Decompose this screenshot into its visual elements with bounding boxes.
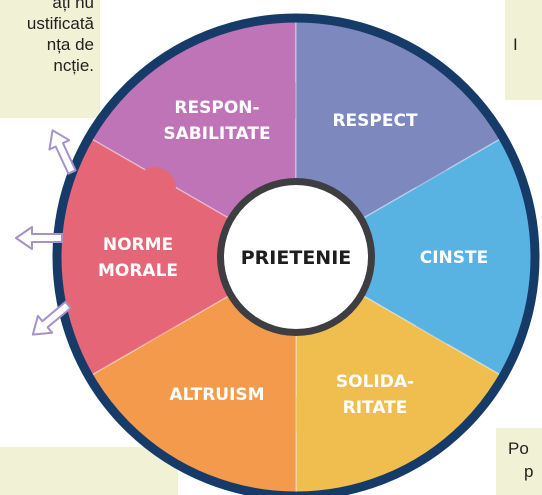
segment-label-line: RITATE: [343, 398, 408, 418]
center-label: PRIETENIE: [241, 247, 352, 269]
segment-label-line: SABILITATE: [163, 124, 270, 144]
puzzle-knob: [264, 79, 306, 122]
arrow-icon: [31, 300, 72, 336]
segment-label: RESPON- SABILITATE: [163, 98, 270, 144]
note-bottom-left: [0, 447, 178, 495]
note-line: ați nu: [52, 0, 94, 12]
segment-label-line: RESPECT: [332, 111, 417, 131]
segment-label: SOLIDA- RITATE: [336, 372, 414, 418]
note-top-left: ați nu ustificată nța de ncție.: [0, 0, 100, 118]
note-line: nța de: [46, 35, 94, 54]
note-line: p: [524, 462, 534, 481]
note-line: Po: [508, 439, 529, 458]
segment-label-line: CINSTE: [420, 248, 488, 268]
note-bottom-right: Po p: [496, 428, 542, 495]
segment-label-line: SOLIDA-: [336, 372, 414, 392]
note-line: ustificată: [26, 14, 94, 33]
arrow-icon: [15, 226, 63, 250]
segment-label-line: ALTRUISM: [169, 385, 264, 405]
wheel-rim: [52, 13, 540, 495]
segment-labels: RESPON- SABILITATE RESPECT CINSTE SOLIDA- RIT…: [98, 98, 488, 418]
segment-label: ALTRUISM: [169, 385, 264, 405]
segment-label: CINSTE: [420, 248, 488, 268]
arrow-icon: [48, 129, 77, 175]
puzzle-knob: [286, 392, 328, 435]
puzzle-knob: [133, 167, 176, 210]
arrows: [15, 129, 77, 336]
note-top-right: I: [505, 0, 542, 100]
center-circle: [224, 185, 368, 329]
segment-label-line: MORALE: [98, 261, 178, 281]
note-line: I: [513, 35, 518, 54]
segment-label: NORME MORALE: [98, 235, 178, 281]
segment-label: RESPECT: [332, 111, 417, 131]
segment-label-line: NORME: [103, 235, 173, 255]
segment-label-line: RESPON-: [174, 98, 259, 118]
note-line: ncție.: [53, 56, 94, 75]
